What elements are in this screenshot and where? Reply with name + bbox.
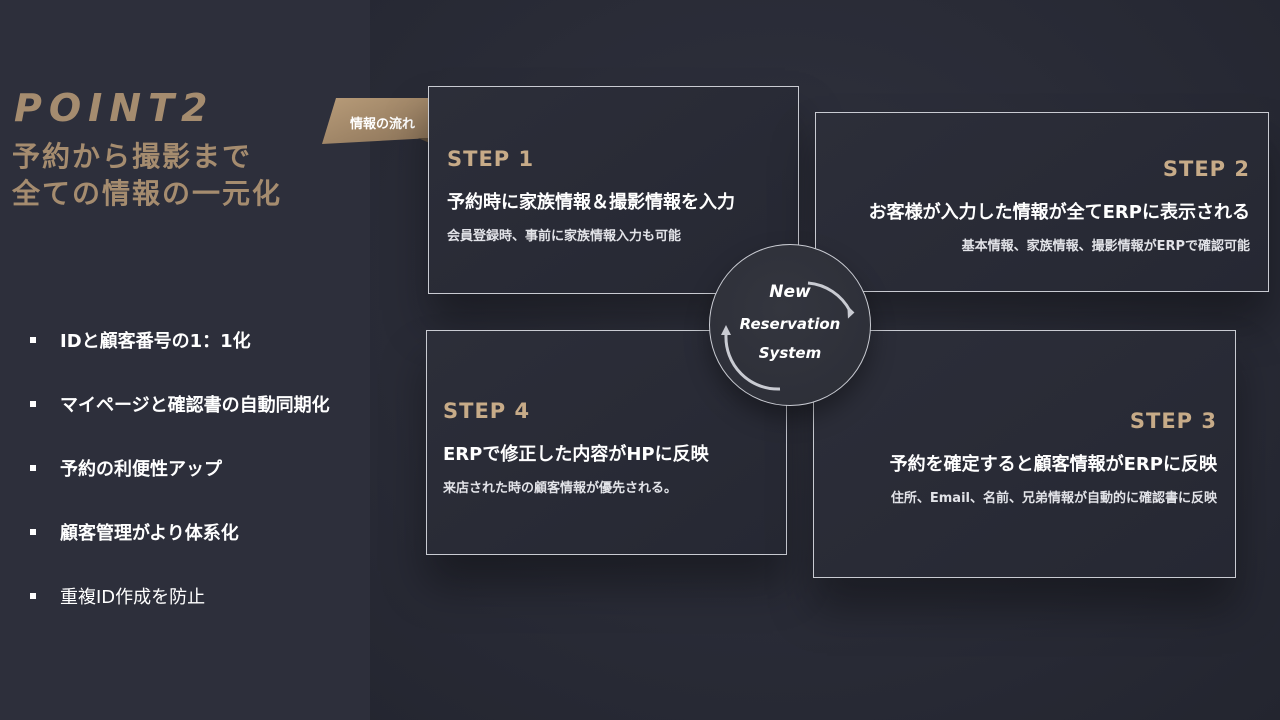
- step-3-card: STEP 3 予約を確定すると顧客情報がERPに反映 住所、Email、名前、兄…: [813, 330, 1236, 578]
- feature-text: 予約の利便性アップ: [60, 459, 222, 480]
- step-1-heading: 予約時に家族情報＆撮影情報を入力: [447, 192, 735, 213]
- feature-text: IDと顧客番号の1：1化: [60, 331, 251, 352]
- feature-item: 顧客管理がより体系化: [30, 500, 330, 564]
- step-1-card: STEP 1 予約時に家族情報＆撮影情報を入力 会員登録時、事前に家族情報入力も…: [428, 86, 799, 294]
- step-4-heading: ERPで修正した内容がHPに反映: [443, 444, 709, 465]
- bullet-icon: [30, 465, 36, 471]
- feature-text: 顧客管理がより体系化: [60, 523, 239, 544]
- step-3-label: STEP 3: [1129, 409, 1217, 433]
- subtitle-line-2: 全ての情報の一元化: [12, 177, 283, 210]
- step-1-description: 会員登録時、事前に家族情報入力も可能: [447, 229, 682, 244]
- bullet-icon: [30, 529, 36, 535]
- cycle-arrows-icon: [721, 281, 855, 391]
- bullet-icon: [30, 593, 36, 599]
- step-1-label: STEP 1: [447, 147, 535, 171]
- step-3-description: 住所、Email、名前、兄弟情報が自動的に確認書に反映: [890, 491, 1217, 506]
- step-2-card: STEP 2 お客様が入力した情報が全てERPに表示される 基本情報、家族情報、…: [815, 112, 1269, 292]
- feature-item: IDと顧客番号の1：1化: [30, 308, 330, 372]
- bullet-icon: [30, 401, 36, 407]
- step-2-label: STEP 2: [1162, 157, 1250, 181]
- hub-title-line-3: System: [758, 344, 822, 362]
- hub-title-line-2: Reservation: [739, 315, 841, 333]
- feature-text: マイページと確認書の自動同期化: [60, 395, 330, 416]
- subtitle-line-1: 予約から撮影まで: [12, 140, 253, 173]
- info-flow-ribbon: 情報の流れ: [322, 98, 432, 144]
- step-2-heading: お客様が入力した情報が全てERPに表示される: [868, 202, 1250, 223]
- step-2-description: 基本情報、家族情報、撮影情報がERPで確認可能: [961, 239, 1250, 254]
- reservation-system-hub: New Reservation System: [709, 244, 871, 406]
- feature-item: 予約の利便性アップ: [30, 436, 330, 500]
- feature-item: マイページと確認書の自動同期化: [30, 372, 330, 436]
- feature-list: IDと顧客番号の1：1化 マイページと確認書の自動同期化 予約の利便性アップ 顧…: [30, 308, 330, 628]
- step-3-heading: 予約を確定すると顧客情報がERPに反映: [889, 454, 1217, 475]
- bullet-icon: [30, 337, 36, 343]
- ribbon-label: 情報の流れ: [350, 117, 416, 132]
- point-title: POINT2: [14, 86, 215, 130]
- step-4-description: 来店された時の顧客情報が優先される。: [443, 481, 678, 496]
- feature-item: 重複ID作成を防止: [30, 564, 330, 628]
- feature-text: 重複ID作成を防止: [60, 587, 206, 608]
- point-subtitle: 予約から撮影まで 全ての情報の一元化: [12, 138, 282, 212]
- left-panel: [0, 0, 370, 720]
- step-4-label: STEP 4: [443, 399, 531, 423]
- hub-title-line-1: New: [769, 282, 811, 302]
